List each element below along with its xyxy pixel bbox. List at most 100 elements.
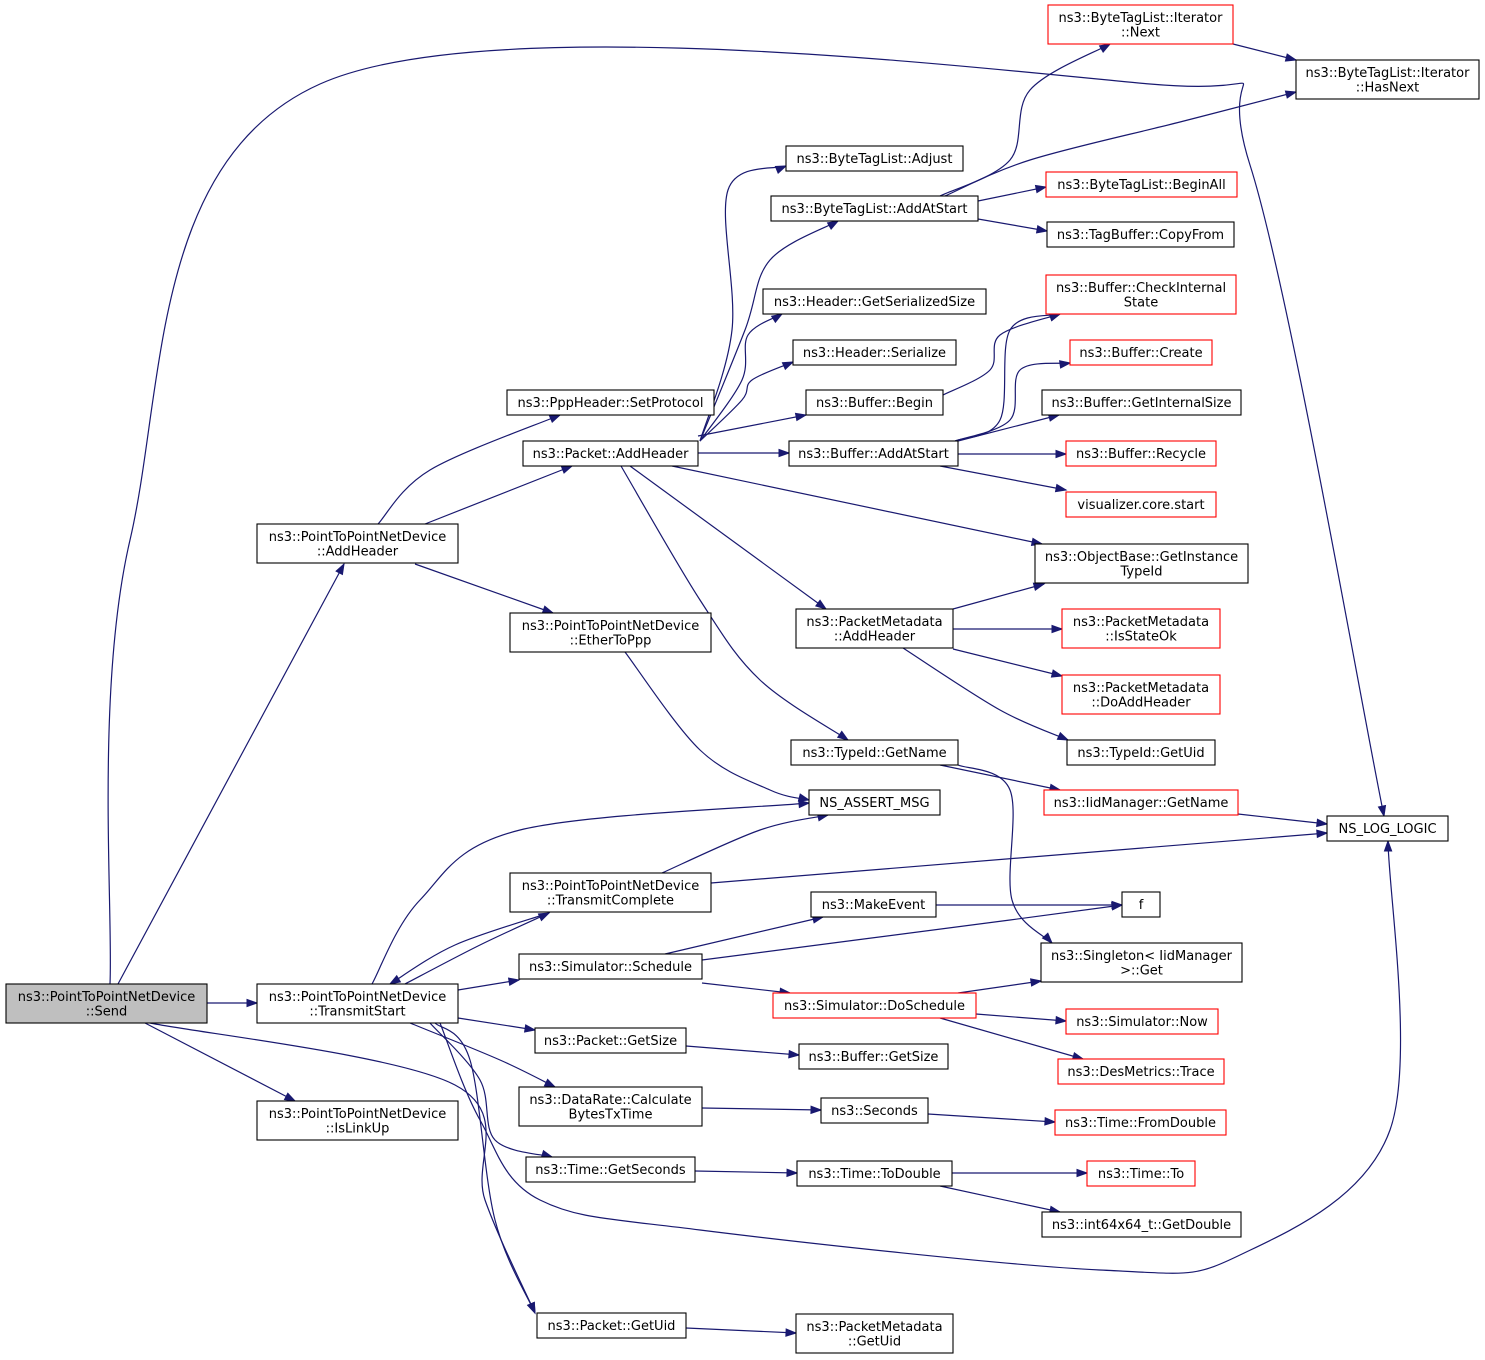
node-p2p-addheader[interactable]: ns3::PointToPointNetDevice::AddHeader [256,523,459,564]
edge-sim_doschedule-to-singleton_get [957,978,1043,994]
node-hdr-serialize[interactable]: ns3::Header::Serialize [792,339,957,366]
edge-line [685,1327,797,1334]
node-sim-schedule[interactable]: ns3::Simulator::Schedule [518,953,703,980]
node-pm-getuid[interactable]: ns3::PacketMetadata::GetUid [795,1313,954,1354]
edge-arrowhead [798,799,811,809]
node-label: ns3::Buffer::Recycle [1076,447,1206,462]
node-time-getseconds[interactable]: ns3::Time::GetSeconds [525,1156,696,1183]
node-seconds[interactable]: ns3::Seconds [820,1097,929,1124]
node-box [795,608,954,649]
node-label: ::AddHeader [834,629,916,644]
node-label: ns3::Buffer::Begin [816,396,933,411]
node-viz-start[interactable]: visualizer.core.start [1065,491,1217,518]
edge-arrowhead [1098,43,1112,53]
edge-time_todouble-to-int64_getdouble [939,1185,1062,1214]
node-label: ns3::Packet::AddHeader [533,447,689,462]
node-box [1045,171,1238,198]
node-typeid-getuid[interactable]: ns3::TypeId::GetUid [1066,739,1216,766]
node-pm-addheader[interactable]: ns3::PacketMetadata::AddHeader [795,608,954,649]
node-ns-log-logic[interactable]: NS_LOG_LOGIC [1326,815,1449,842]
node-label: ns3::Time::To [1098,1167,1184,1182]
node-box [1047,4,1234,45]
node-send[interactable]: ns3::PointToPointNetDevice::Send [5,983,208,1024]
node-box [522,440,699,467]
edge-time_getseconds-to-time_todouble [694,1168,799,1178]
edge-transmitstart-to-packet_getsize [457,1017,537,1033]
node-buf-getinternalsize[interactable]: ns3::Buffer::GetInternalSize [1041,389,1242,416]
node-label: ns3::Buffer::Create [1079,346,1202,361]
node-singleton-get[interactable]: ns3::Singleton< IidManager >::Get [1040,942,1243,983]
node-f[interactable]: f [1121,891,1161,918]
node-sim-doschedule[interactable]: ns3::Simulator::DoSchedule [772,992,977,1019]
node-label: ns3::Buffer::GetInternalSize [1052,396,1232,411]
edge-btl_it_next-to-btl_it_hasnext [1232,43,1298,62]
node-label: NS_ASSERT_MSG [819,796,929,811]
node-buf-getsize[interactable]: ns3::Buffer::GetSize [798,1043,949,1070]
node-transmitstart[interactable]: ns3::PointToPointNetDevice::TransmitStar… [256,983,459,1024]
node-buf-begin[interactable]: ns3::Buffer::Begin [805,389,944,416]
node-time-to[interactable]: ns3::Time::To [1086,1160,1196,1187]
edge-arrowhead [1032,582,1046,591]
node-label: ns3::Time::ToDouble [808,1167,940,1182]
node-btl-beginall[interactable]: ns3::ByteTagList::BeginAll [1045,171,1238,198]
edge-arrowhead [826,220,840,230]
edge-line [414,563,554,614]
node-label: ::DoAddHeader [1091,695,1191,710]
node-btl-it-hasnext[interactable]: ns3::ByteTagList::Iterator::HasNext [1295,59,1480,100]
node-label: ns3::TypeId::GetName [802,746,946,761]
node-buf-recycle[interactable]: ns3::Buffer::Recycle [1065,440,1217,467]
node-label: NS_LOG_LOGIC [1338,822,1436,837]
node-btl-it-next[interactable]: ns3::ByteTagList::Iterator::Next [1047,4,1234,45]
edge-line [1237,813,1328,825]
node-label: ns3::Seconds [831,1104,918,1119]
edge-arrowhead [507,977,521,986]
node-btl-adjust[interactable]: ns3::ByteTagList::Adjust [785,145,964,172]
node-hdr-getserializedsize[interactable]: ns3::Header::GetSerializedSize [762,288,987,315]
edge-line [439,840,1402,1274]
node-buf-addatstart[interactable]: ns3::Buffer::AddAtStart [788,440,959,467]
edge-arrowhead [335,562,345,576]
node-label: ns3::PointToPointNetDevice [269,530,447,545]
edge-arrowhead [814,599,828,610]
node-transmitcomplete[interactable]: ns3::PointToPointNetDevice::TransmitComp… [509,872,712,913]
node-makeevent[interactable]: ns3::MakeEvent [810,891,937,918]
node-btl-addatstart[interactable]: ns3::ByteTagList::AddAtStart [770,195,979,222]
node-label: ::GetUid [848,1334,901,1349]
node-pm-doaddheader[interactable]: ns3::PacketMetadata::DoAddHeader [1061,674,1221,715]
node-time-todouble[interactable]: ns3::Time::ToDouble [796,1160,953,1187]
node-packet-getuid[interactable]: ns3::Packet::GetUid [536,1312,687,1339]
node-sim-now[interactable]: ns3::Simulator::Now [1065,1008,1219,1035]
node-setprotocol[interactable]: ns3::PppHeader::SetProtocol [506,389,715,416]
node-iidmanager-getname[interactable]: ns3::IidManager::GetName [1043,789,1239,816]
edge-time_todouble-to-time_to [952,1168,1089,1178]
edge-typeid_getname-to-singleton_get [957,764,1054,945]
edge-btl_addatstart-to-tagbuffer_copyfrom [977,218,1049,234]
node-box [1065,491,1217,518]
node-packet-addheader[interactable]: ns3::Packet::AddHeader [522,440,699,467]
node-label: ns3::PacketMetadata [806,615,942,630]
node-packet-getsize[interactable]: ns3::Packet::GetSize [534,1027,687,1054]
node-box [820,1097,929,1124]
edge-line [939,465,1067,491]
node-time-fromdouble[interactable]: ns3::Time::FromDouble [1054,1109,1227,1136]
node-box [1057,1058,1225,1085]
node-islinkup[interactable]: ns3::PointToPointNetDevice::IsLinkUp [256,1100,459,1141]
node-int64-getdouble[interactable]: ns3::int64x64_t::GetDouble [1041,1211,1242,1238]
node-tagbuffer-copyfrom[interactable]: ns3::TagBuffer::CopyFrom [1046,221,1235,248]
node-box [1034,543,1249,584]
node-box [796,1160,953,1187]
node-label: f [1139,898,1144,913]
node-pm-isstateok[interactable]: ns3::PacketMetadata::IsStateOk [1061,608,1221,649]
node-ethertoppp[interactable]: ns3::PointToPointNetDevice::EtherToPpp [509,612,712,653]
edge-arrowhead [1051,624,1064,634]
node-label: ns3::DataRate::Calculate [529,1093,691,1108]
node-box [1061,608,1221,649]
node-buf-create[interactable]: ns3::Buffer::Create [1069,339,1213,366]
node-ns-assert-msg[interactable]: NS_ASSERT_MSG [808,789,941,816]
node-label: ::HasNext [1356,80,1420,95]
node-desmetrics-trace[interactable]: ns3::DesMetrics::Trace [1057,1058,1225,1085]
node-typeid-getname[interactable]: ns3::TypeId::GetName [790,739,959,766]
